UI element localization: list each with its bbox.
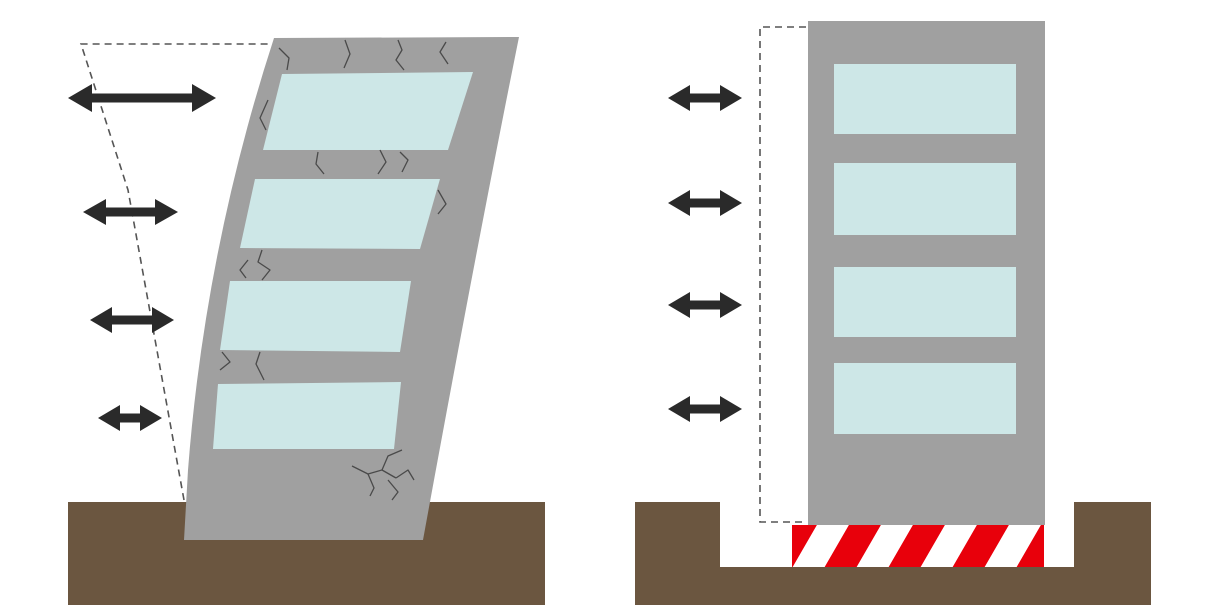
crack-mark — [315, 151, 325, 175]
crack-mark — [381, 449, 403, 471]
double-arrow-icon — [668, 396, 742, 422]
crack-mark — [259, 99, 269, 131]
crack-mark — [439, 41, 449, 65]
crack-mark — [377, 149, 387, 175]
crack-mark — [387, 479, 399, 501]
window — [834, 363, 1016, 434]
crack-mark — [351, 465, 397, 479]
original-position-outline-right — [759, 26, 806, 523]
crack-mark — [257, 249, 271, 281]
double-arrow-icon — [668, 292, 742, 318]
crack-mark — [395, 469, 415, 481]
crack-mark — [395, 39, 405, 71]
panel-conventional — [68, 37, 545, 605]
windows-left — [213, 72, 473, 449]
crack-mark — [219, 351, 231, 371]
force-arrows-left — [68, 84, 216, 431]
window — [834, 163, 1016, 235]
panel-base-isolated — [635, 21, 1151, 605]
double-arrow-icon — [98, 405, 162, 431]
window — [834, 64, 1016, 134]
double-arrow-icon — [90, 307, 174, 333]
double-arrow-icon — [68, 84, 216, 112]
original-position-outline-left — [79, 43, 272, 501]
crack-mark — [343, 39, 351, 69]
crack-mark — [399, 151, 409, 173]
isolation-layer — [792, 525, 1044, 567]
crack-mark — [437, 189, 447, 215]
crack-mark — [278, 47, 290, 71]
force-arrows-right — [668, 85, 742, 422]
double-arrow-icon — [668, 85, 742, 111]
crack-mark — [367, 473, 375, 497]
window — [213, 382, 401, 449]
ground-right — [635, 502, 1151, 605]
double-arrow-icon — [668, 190, 742, 216]
window — [263, 72, 473, 150]
windows-right — [834, 64, 1016, 434]
double-arrow-icon — [83, 199, 178, 225]
crack-mark — [239, 259, 249, 279]
cracks — [219, 39, 449, 501]
window — [240, 179, 440, 249]
crack-mark — [255, 351, 265, 381]
window — [220, 281, 411, 352]
window — [834, 267, 1016, 337]
